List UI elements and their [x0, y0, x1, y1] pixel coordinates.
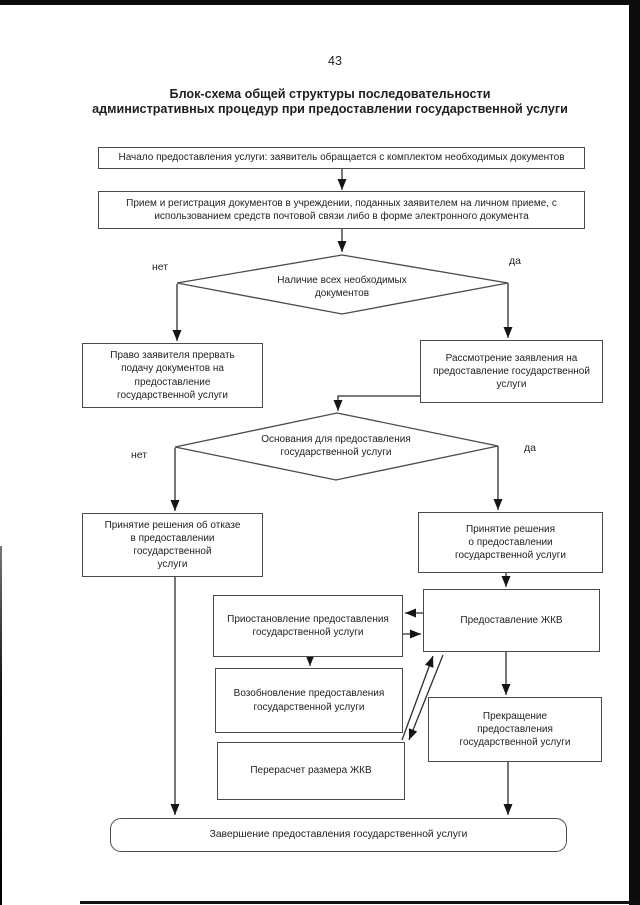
node-recalculation: Перерасчет размера ЖКВ [217, 742, 405, 800]
top-border-bar [0, 0, 640, 5]
edge-provision-to-recalculation [408, 654, 444, 741]
decision1-label: Наличие всех необходимых документов [277, 274, 407, 300]
decision2-label: Основания для предоставления государстве… [261, 433, 411, 459]
decision2-no-label: нет [130, 449, 148, 461]
node-termination: Прекращение предоставления государственн… [428, 697, 602, 762]
page-number: 43 [328, 54, 342, 68]
node-approval: Принятие решения о предоставлении госуда… [418, 512, 603, 573]
decision1-yes-label: да [509, 255, 521, 267]
page-title: Блок-схема общей структуры последователь… [92, 87, 568, 116]
node-completion: Завершение предоставления государственно… [110, 818, 567, 852]
node-provision: Предоставление ЖКВ [423, 589, 600, 652]
edge-review-to-decision2 [333, 395, 420, 411]
node-resumption: Возобновление предоставления государстве… [215, 668, 403, 733]
node-suspension: Приостановление предоставления государст… [213, 595, 403, 657]
decision2-diamond [174, 412, 499, 481]
node-review: Рассмотрение заявления на предоставление… [420, 340, 603, 403]
bottom-border-line [80, 901, 640, 904]
left-border-line [0, 546, 2, 905]
right-border-bar [629, 0, 640, 905]
edge-recalculation-to-provision [401, 655, 434, 741]
decision2-yes-label: да [524, 442, 536, 454]
node-refusal: Принятие решения об отказе в предоставле… [82, 513, 263, 577]
node-interrupt-right: Право заявителя прервать подачу документ… [82, 343, 263, 408]
node-start: Начало предоставления услуги: заявитель … [98, 147, 585, 169]
node-reception: Прием и регистрация документов в учрежде… [98, 191, 585, 229]
decision1-diamond [176, 254, 509, 315]
decision1-no-label: нет [151, 261, 169, 273]
